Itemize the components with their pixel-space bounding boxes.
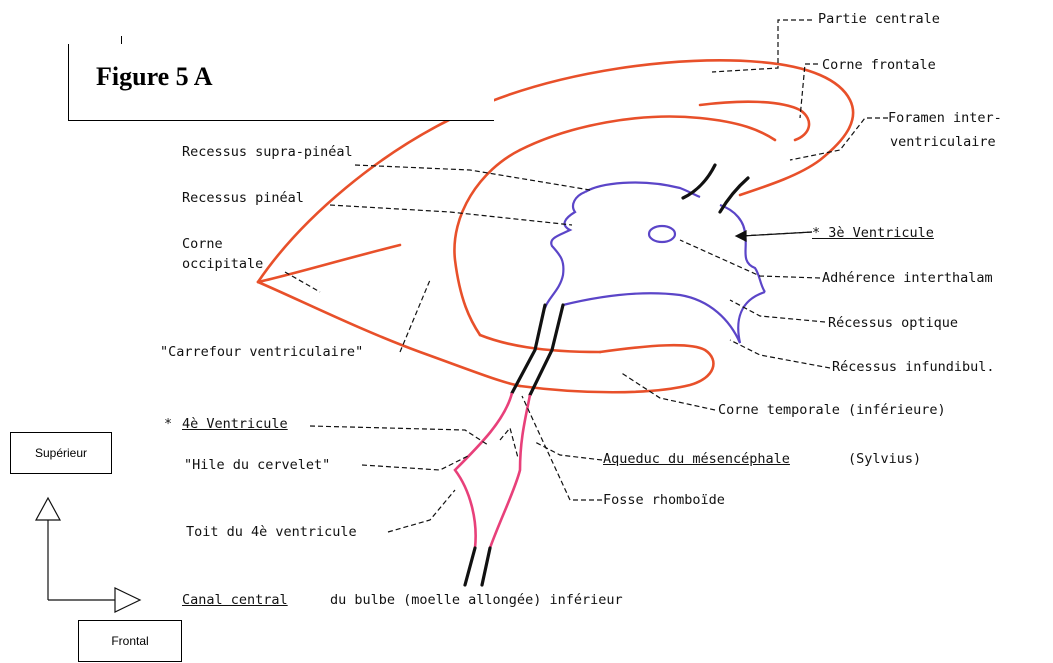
label-adherence-interthalam: Adhérence interthalam bbox=[822, 270, 993, 286]
label-carrefour-ventriculaire: "Carrefour ventriculaire" bbox=[160, 344, 363, 360]
figure-title: Figure 5 A bbox=[96, 62, 213, 92]
foramen-marks bbox=[683, 165, 748, 212]
fourth-ventricle-outline bbox=[455, 393, 530, 548]
label-aqueduc: Aqueduc du mésencéphale bbox=[603, 451, 790, 467]
orientation-superieur-box: Supérieur bbox=[10, 432, 112, 474]
label-quatrieme-ventricule: 4è Ventricule bbox=[182, 416, 288, 432]
label-recessus-optique: Récessus optique bbox=[828, 315, 958, 331]
central-canal-marks bbox=[465, 548, 490, 585]
label-toit-4e-ventricule: Toit du 4è ventricule bbox=[186, 524, 357, 540]
ventricle-pointer bbox=[736, 231, 812, 241]
label-fosse-rhomboide: Fosse rhomboïde bbox=[603, 492, 725, 508]
superior-arrow-icon bbox=[36, 498, 60, 600]
label-canal-central: Canal central bbox=[182, 592, 288, 608]
orientation-superieur-label: Supérieur bbox=[35, 446, 87, 460]
label-corne-temporale: Corne temporale (inférieure) bbox=[718, 402, 946, 418]
orientation-frontal-label: Frontal bbox=[111, 634, 148, 648]
label-recessus-infundibul: Récessus infundibul. bbox=[832, 359, 995, 375]
label-recessus-supra-pineal: Recessus supra-pinéal bbox=[182, 144, 353, 160]
interthalamic-adhesion bbox=[649, 226, 675, 242]
label-corne-frontale: Corne frontale bbox=[822, 57, 936, 73]
label-quatrieme-star: * bbox=[164, 416, 172, 432]
orientation-frontal-box: Frontal bbox=[78, 620, 182, 662]
frontal-arrow-icon bbox=[48, 588, 140, 612]
label-hile-du-cervelet: "Hile du cervelet" bbox=[184, 457, 330, 473]
label-foramen-line1: Foramen inter- bbox=[888, 110, 1002, 126]
orientation-arrows bbox=[36, 498, 140, 612]
label-corne-occipitale-line1: Corne bbox=[182, 236, 223, 252]
label-corne-occipitale-line2: occipitale bbox=[182, 256, 263, 272]
label-partie-centrale: Partie centrale bbox=[818, 11, 940, 27]
label-foramen-line2: ventriculaire bbox=[890, 134, 996, 150]
label-canal-central-rest: du bulbe (moelle allongée) inférieur bbox=[330, 592, 623, 608]
label-troisieme-ventricule: * 3è Ventricule bbox=[812, 225, 934, 241]
label-recessus-pineal: Recessus pinéal bbox=[182, 190, 304, 206]
label-sylvius: (Sylvius) bbox=[848, 451, 921, 467]
